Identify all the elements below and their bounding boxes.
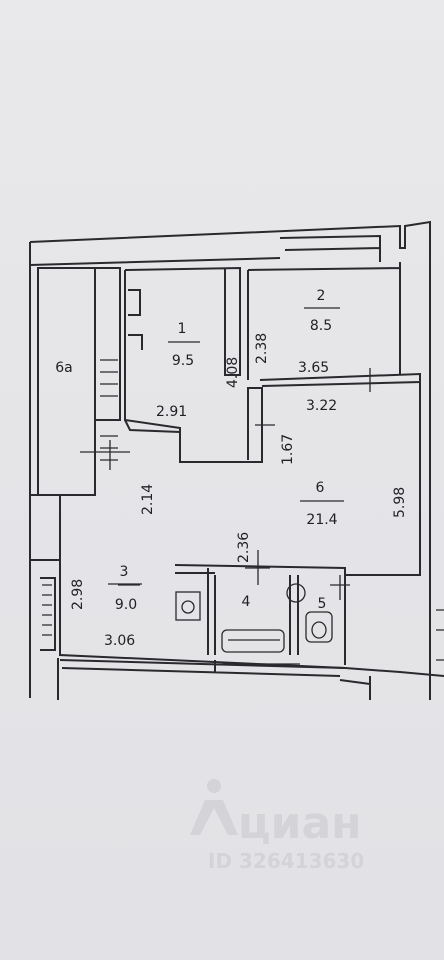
room-1-number: 1 [178, 321, 187, 337]
outer-wall-top [29, 220, 431, 698]
dimension-4-08: 4.08 [225, 357, 241, 388]
kitchen-stove-burner [181, 600, 195, 614]
room-2-door-mark [255, 368, 371, 440]
room-2-number: 2 [317, 288, 326, 304]
room-1-walls [124, 266, 263, 463]
watermark-id: ID 326413630 [208, 849, 364, 873]
balcony-door-marks [80, 440, 130, 470]
dimension-3-22: 3.22 [306, 398, 337, 414]
door-marks-wet-zone [118, 550, 350, 600]
dimension-1-67: 1.67 [280, 434, 296, 465]
room-6-walls [345, 382, 431, 700]
dimension-3-06: 3.06 [104, 633, 135, 649]
dimension-2-38: 2.38 [254, 333, 270, 364]
bathroom-walls [174, 564, 346, 665]
room-1-area: 9.5 [172, 353, 194, 369]
facade-balcony-marks [222, 609, 444, 665]
room-6a-area-label: 21.4 [306, 512, 337, 528]
kitchen-stove [175, 591, 201, 621]
room-2-walls [247, 262, 421, 387]
toilet-bowl [311, 621, 327, 639]
room-3-area: 9.0 [115, 597, 137, 613]
room-6a-number: 6а [55, 360, 73, 376]
dimension-2-36: 2.36 [236, 532, 252, 563]
room-4-number: 4 [242, 594, 251, 610]
dimension-3-65: 3.65 [298, 360, 329, 376]
room-5-number: 5 [318, 596, 327, 612]
room-6-number: 6 [316, 480, 325, 496]
boiler-circle [286, 583, 306, 603]
dimension-2-14: 2.14 [140, 484, 156, 515]
room-3-number: 3 [120, 564, 129, 580]
toilet [305, 611, 333, 643]
balcony-outline [37, 267, 121, 496]
dimension-5-98: 5.98 [392, 487, 408, 518]
room-3-hatch [42, 584, 52, 636]
cian-logo-watermark [190, 779, 238, 835]
room-2-area: 8.5 [310, 318, 332, 334]
dimension-2-91: 2.91 [156, 404, 187, 420]
bathtub [221, 629, 285, 653]
facade-bottom [57, 658, 444, 700]
balcony-door-hatch [100, 359, 118, 461]
dimension-2-98: 2.98 [70, 579, 86, 610]
watermark-brand: циан [238, 798, 362, 849]
